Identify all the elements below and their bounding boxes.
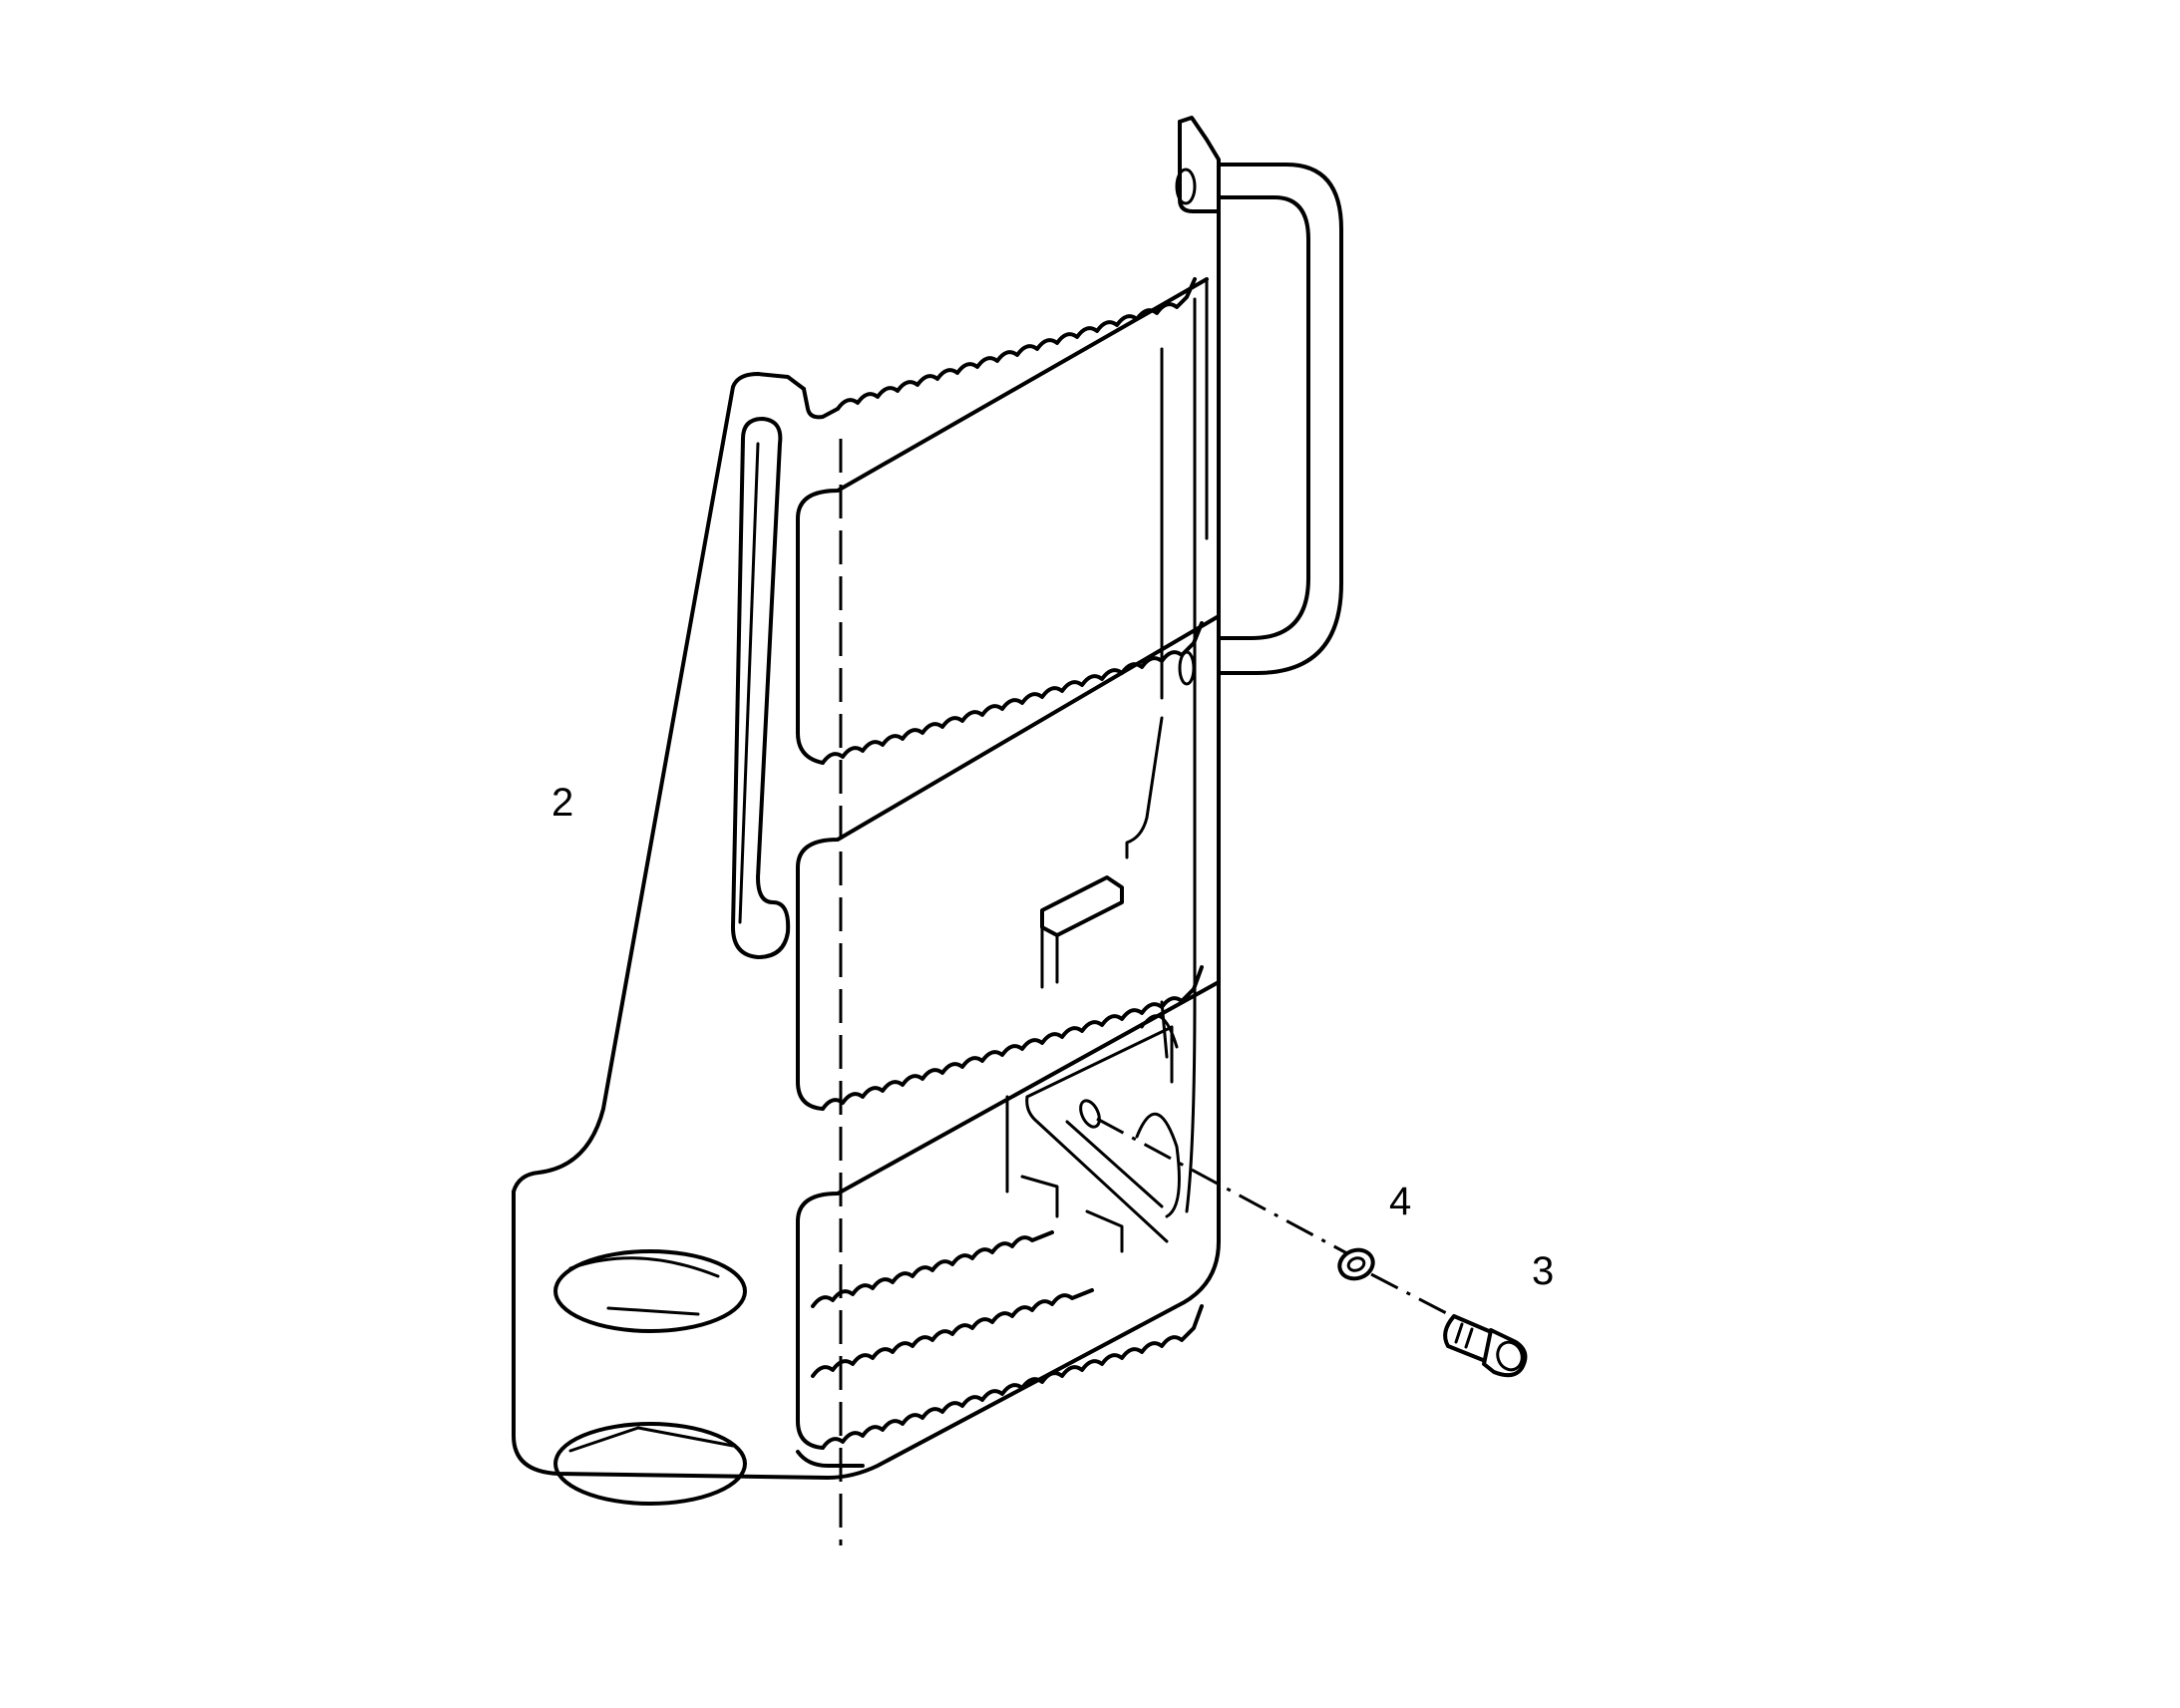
grab-handle xyxy=(1217,163,1343,675)
step-tread-middle xyxy=(796,614,1221,1111)
base-cutouts xyxy=(553,1249,747,1506)
step-tread-bottom xyxy=(796,980,1221,1450)
callout-3: 3 xyxy=(1532,1249,1554,1293)
callout-labels: 2 4 3 xyxy=(551,781,1554,1293)
step-bracket-body xyxy=(512,116,1221,1545)
assembly-axis xyxy=(1096,1117,1457,1320)
screw-part xyxy=(1443,1314,1528,1378)
callout-4: 4 xyxy=(1389,1180,1411,1223)
callout-2: 2 xyxy=(551,781,573,825)
washer-part xyxy=(1337,1247,1375,1281)
step-tread-top xyxy=(796,277,1209,765)
